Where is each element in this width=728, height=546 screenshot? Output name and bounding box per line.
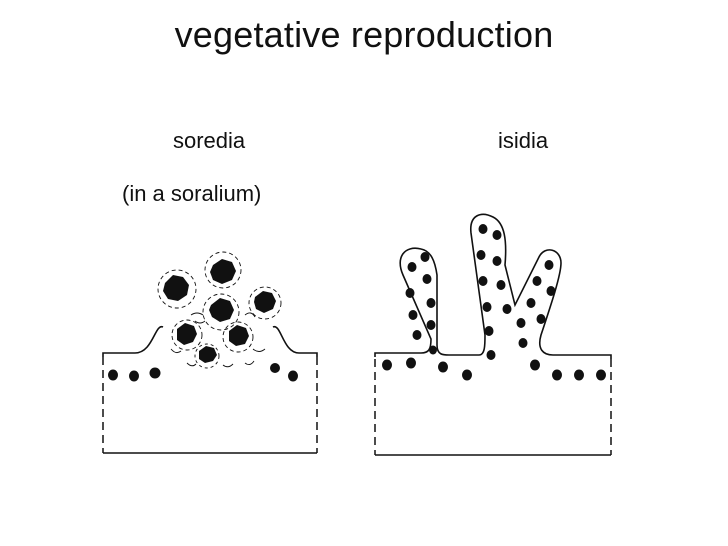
slide-title: vegetative reproduction (174, 14, 554, 55)
soredia-hyphae (157, 251, 282, 369)
isidia-diagram (374, 213, 612, 456)
soredium (209, 298, 234, 322)
soredium (199, 346, 217, 363)
soredia-label: soredia (173, 128, 246, 153)
soredia-algal-layer (108, 363, 298, 382)
soredium (254, 291, 276, 313)
isidia-label: isidia (498, 128, 549, 153)
soredia-diagram (102, 251, 318, 454)
soredia-cluster-group (163, 259, 276, 363)
soredium (177, 323, 197, 345)
isidia-algal-cells (382, 224, 606, 381)
soredia-thallus-outline-right (272, 326, 318, 357)
soredium (163, 275, 189, 301)
soredium (210, 259, 236, 284)
soredium (229, 325, 249, 346)
soralium-sublabel: (in a soralium) (122, 181, 262, 206)
soredia-thallus-outline (102, 326, 164, 357)
isidia-thallus-outline (374, 213, 612, 359)
